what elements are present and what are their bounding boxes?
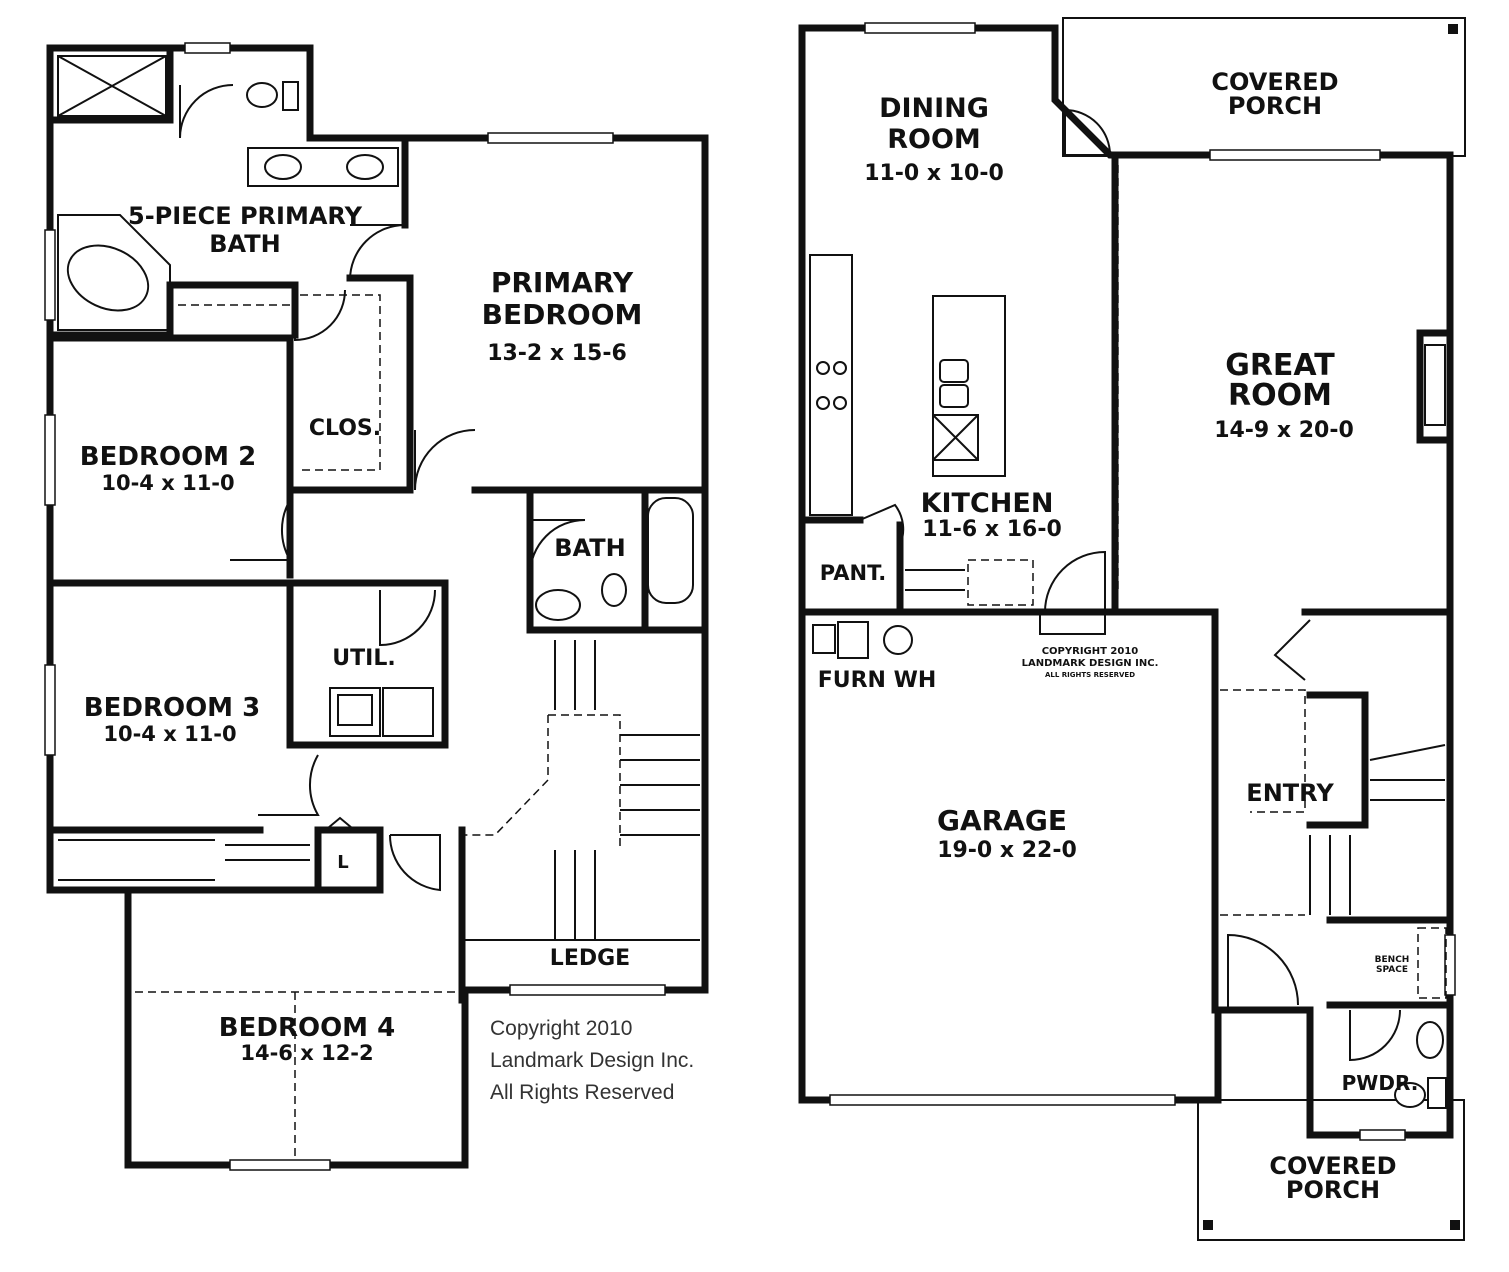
main-floor-labels: DINING ROOM 11-0 x 10-0 COVERED PORCH GR… (818, 68, 1419, 1204)
rear-porch-label-2: PORCH (1228, 92, 1322, 120)
copyright-small-2: LANDMARK DESIGN INC. (1022, 658, 1159, 669)
garage-size: 19-0 x 22-0 (937, 838, 1077, 863)
bedroom-4-size: 14-6 x 12-2 (240, 1041, 373, 1065)
dining-room-label: DINING (879, 93, 989, 124)
powder-room-label: PWDR. (1342, 1071, 1419, 1095)
copyright-line-2: Landmark Design Inc. (490, 1049, 694, 1072)
primary-bedroom-size: 13-2 x 15-6 (487, 341, 627, 366)
bedroom-3-size: 10-4 x 11-0 (103, 722, 236, 746)
linen-closet-label: L (337, 852, 348, 873)
primary-bath-label-2: BATH (209, 230, 280, 258)
garage-label: GARAGE (937, 804, 1067, 837)
primary-bath-label: 5-PIECE PRIMARY (128, 202, 363, 230)
copyright-line-1: Copyright 2010 (490, 1017, 632, 1040)
pantry-label: PANT. (820, 561, 886, 585)
copyright-small-3: ALL RIGHTS RESERVED (1045, 671, 1135, 679)
utility-label: UTIL. (332, 646, 395, 671)
bench-space-label-2: SPACE (1376, 965, 1408, 975)
closet-label: CLOS. (309, 416, 381, 441)
dining-room-label-2: ROOM (887, 124, 981, 155)
dining-room-size: 11-0 x 10-0 (864, 161, 1004, 186)
upper-floor-plan (44, 42, 709, 1171)
bedroom-2-size: 10-4 x 11-0 (101, 471, 234, 495)
kitchen-label: KITCHEN (921, 488, 1054, 519)
main-floor-plan (798, 17, 1466, 1241)
upper-floor-labels: 5-PIECE PRIMARY BATH PRIMARY BEDROOM 13-… (80, 202, 694, 1104)
great-room-label: GREAT (1225, 348, 1335, 383)
primary-bedroom-label-2: BEDROOM (482, 298, 643, 331)
copyright-line-3: All Rights Reserved (490, 1081, 674, 1104)
rear-porch-label: COVERED (1211, 68, 1338, 96)
bedroom-4-label: BEDROOM 4 (219, 1013, 395, 1043)
primary-bedroom-label: PRIMARY (491, 266, 634, 299)
front-porch-label: COVERED (1269, 1152, 1396, 1180)
copyright-small-1: COPYRIGHT 2010 (1042, 646, 1139, 657)
bench-space-label: BENCH (1375, 955, 1410, 965)
kitchen-size: 11-6 x 16-0 (922, 517, 1062, 542)
front-porch-label-2: PORCH (1286, 1176, 1380, 1204)
bedroom-3-label: BEDROOM 3 (84, 693, 260, 723)
great-room-label-2: ROOM (1228, 378, 1332, 413)
ledge-label: LEDGE (550, 946, 630, 971)
great-room-size: 14-9 x 20-0 (1214, 418, 1354, 443)
bath-label: BATH (554, 534, 625, 562)
bedroom-2-label: BEDROOM 2 (80, 442, 256, 472)
furnace-water-heater-label: FURN WH (818, 668, 937, 693)
entry-label: ENTRY (1246, 779, 1334, 807)
